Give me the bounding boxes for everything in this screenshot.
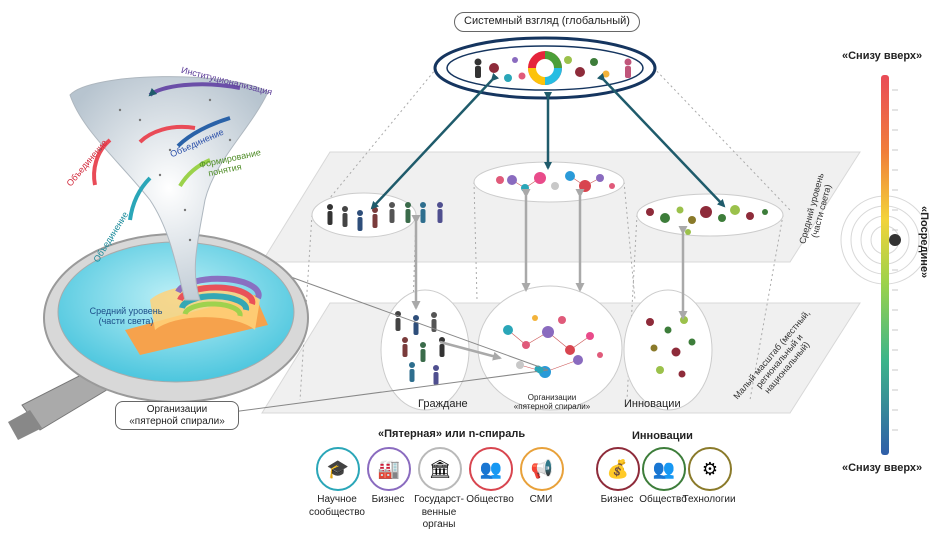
organizations-label: Организации «пятерной спирали» [513, 393, 591, 412]
graduation-cap-icon: 🎓 [316, 447, 360, 491]
innovations-legend-title: Инновации [632, 430, 693, 442]
scale-knob [889, 234, 901, 246]
innovation-legend-label: Бизнес [600, 494, 634, 505]
people-icon: 👥 [469, 447, 513, 491]
middle-innovations-dots [646, 205, 768, 235]
tornado-illustration [69, 76, 269, 301]
magnifier-organizations-label: Организации «пятерной спирали» [115, 401, 239, 430]
citizens-label: Граждане [418, 398, 468, 410]
bottom-up-bottom-label: «Снизу вверх» [842, 462, 923, 474]
helix-legend-label: СМИ [529, 494, 553, 505]
helix-legend-label: Бизнес [371, 494, 405, 505]
helix-legend-title: «Пятерная» или n-спираль [378, 428, 526, 440]
people-icon: 👥 [642, 447, 686, 491]
global-dots [489, 56, 610, 82]
innovations-label: Инновации [624, 398, 681, 410]
middle-to-local-arrows [411, 189, 688, 361]
helix-legend-label: Общество [466, 494, 514, 505]
local-innovations-ellipse [623, 289, 713, 411]
local-citizens-people [395, 311, 445, 385]
bottom-up-top-label: «Снизу вверх» [842, 50, 923, 62]
vertical-scale-bar [881, 75, 889, 455]
innovation-legend-label: Технологии [682, 494, 736, 505]
local-organizations-ellipse [477, 285, 623, 411]
helix-legend-label: Научное сообщество [309, 494, 365, 518]
innovation-legend-label: Общество [639, 494, 687, 505]
tornado-middle-level-label: Средний уровень (части света) [89, 306, 163, 327]
mediation-label: «Посредине» [918, 206, 930, 279]
factory-icon: 🏭 [367, 447, 411, 491]
sdg-wheel-icon [528, 51, 562, 85]
helix-legend-label: Государст-венные органы [414, 494, 464, 530]
system-view-label: Системный взгляд (глобальный) [454, 12, 640, 32]
megaphone-icon: 📢 [520, 447, 564, 491]
money-hand-icon: 💰 [596, 447, 640, 491]
government-building-icon: 🏛 [418, 447, 462, 491]
gears-icon: ⚙ [688, 447, 732, 491]
global-to-middle-arrows [370, 72, 726, 210]
